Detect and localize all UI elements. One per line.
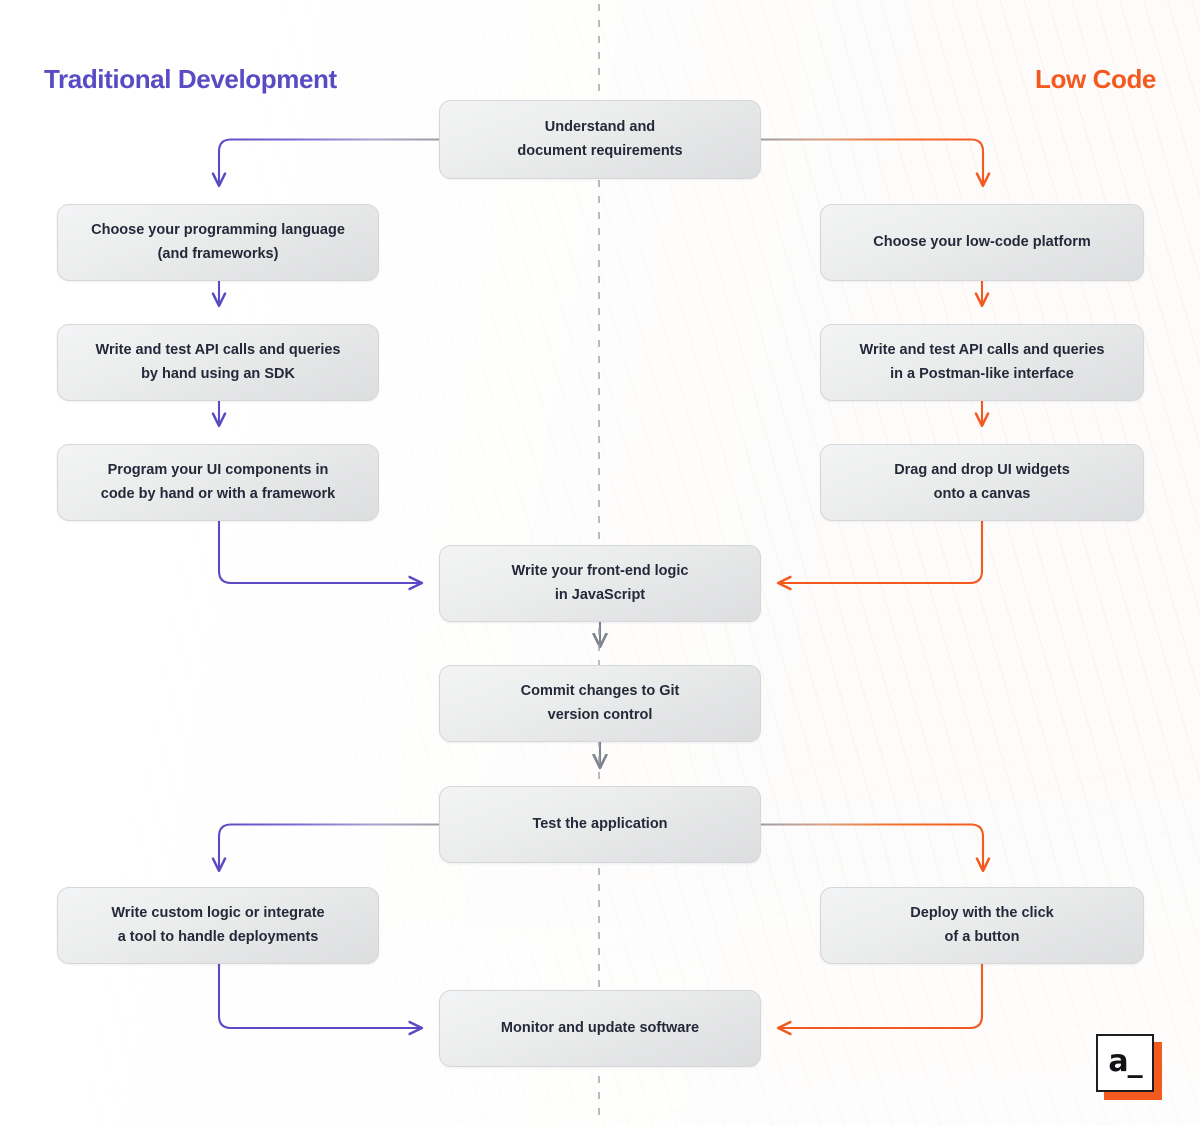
flow-node-label: Deploy with the click of a button [910, 905, 1054, 945]
flow-node-program-ui-components[interactable]: Program your UI components in code by ha… [57, 444, 379, 521]
edge-understand-to-choose-platform [759, 138, 983, 186]
flow-node-custom-deployment-logic[interactable]: Write custom logic or integrate a tool t… [57, 887, 379, 964]
column-title-lowcode: Low Code [1034, 64, 1156, 94]
logo-frame: a_ [1096, 1034, 1154, 1092]
flow-node-monitor-update-software[interactable]: Monitor and update software [439, 990, 761, 1067]
flow-node-label: Understand and document requirements [517, 119, 683, 159]
flow-node-frontend-logic-javascript[interactable]: Write your front-end logic in JavaScript [439, 545, 761, 622]
flow-node-one-click-deploy[interactable]: Deploy with the click of a button [820, 887, 1144, 964]
flow-node-choose-low-code-platform[interactable]: Choose your low-code platform [820, 204, 1144, 281]
logo-wordmark: a_ [1108, 1044, 1142, 1079]
flow-node-label: Program your UI components in code by ha… [100, 462, 336, 502]
edge-test-app-to-one-click-deploy [759, 823, 983, 871]
flow-node-label: Test the application [532, 815, 668, 832]
flow-node-choose-programming-language[interactable]: Choose your programming language (and fr… [57, 204, 379, 281]
edge-understand-to-choose-language [219, 138, 441, 186]
edge-one-click-deploy-to-monitor [779, 962, 984, 1028]
edge-custom-deploy-to-monitor [217, 962, 421, 1028]
flow-node-label: Write your front-end logic in JavaScript [511, 563, 689, 603]
flow-node-label: Write custom logic or integrate a tool t… [111, 905, 325, 945]
column-title-traditional: Traditional Development [44, 64, 337, 94]
appsmith-logo: a_ [1096, 1034, 1162, 1100]
flow-node-commit-changes-git[interactable]: Commit changes to Git version control [439, 665, 761, 742]
flow-node-label: Monitor and update software [500, 1019, 700, 1036]
flow-node-label: Write and test API calls and queries by … [95, 342, 341, 382]
flow-node-label: Choose your low-code platform [873, 233, 1091, 250]
flow-node-api-calls-sdk[interactable]: Write and test API calls and queries by … [57, 324, 379, 401]
flow-node-understand-requirements[interactable]: Understand and document requirements [439, 100, 761, 179]
flow-node-test-the-application[interactable]: Test the application [439, 786, 761, 863]
flow-node-label: Commit changes to Git version control [520, 683, 680, 723]
flow-node-drag-drop-widgets[interactable]: Drag and drop UI widgets onto a canvas [820, 444, 1144, 521]
flow-node-label: Choose your programming language (and fr… [91, 222, 345, 262]
edge-drag-drop-to-frontend-logic [779, 519, 984, 583]
flow-node-label: Drag and drop UI widgets onto a canvas [894, 462, 1070, 502]
edge-program-ui-to-frontend-logic [217, 519, 421, 583]
edge-test-app-to-custom-deploy [219, 823, 441, 871]
flow-node-api-calls-postman[interactable]: Write and test API calls and queries in … [820, 324, 1144, 401]
flow-node-label: Write and test API calls and queries in … [859, 342, 1105, 382]
